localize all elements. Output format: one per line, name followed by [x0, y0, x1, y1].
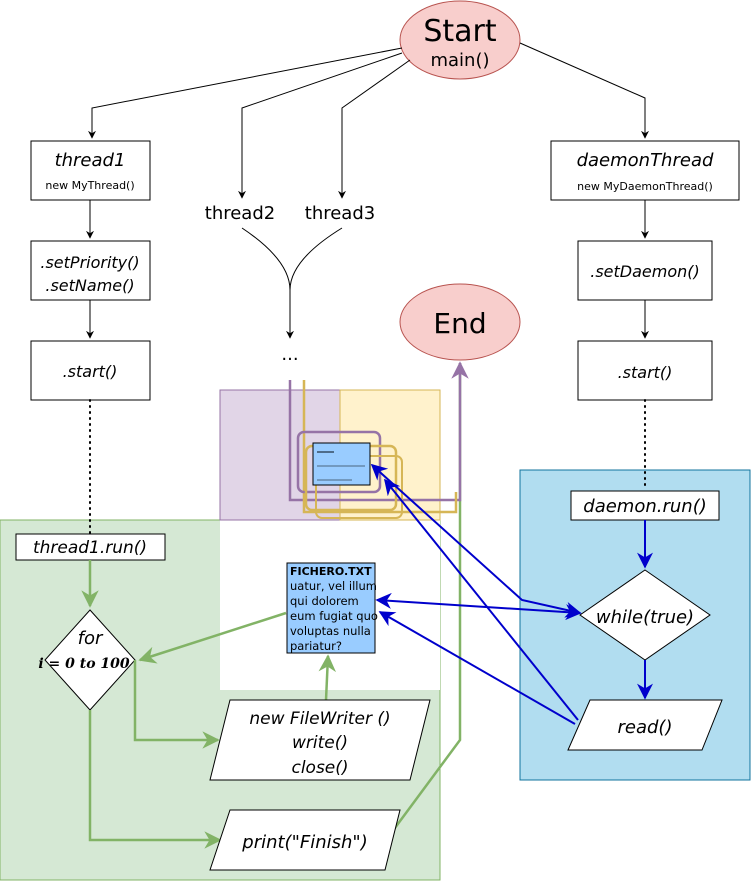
file-line-5: pariatur? [290, 639, 342, 653]
thread1-constructor: new MyThread() [45, 179, 134, 192]
writer-box [209, 699, 431, 781]
edge-read-file [378, 611, 576, 725]
thread1-run-label: thread1.run() [33, 538, 147, 558]
ellipsis-label: ... [281, 344, 298, 365]
edge-start-thread2 [238, 52, 403, 199]
start-title: Start [423, 14, 497, 49]
writer-line3: close() [291, 758, 348, 778]
edge-read-thumbnail [383, 478, 579, 721]
for-loop-range: i = 0 to 100 [38, 656, 130, 672]
read-label: read() [618, 717, 673, 738]
daemon-title: daemonThread [577, 150, 714, 171]
end-node [399, 283, 521, 361]
edge-loop-print [88, 710, 222, 849]
thread1-set-priority: .setPriority() [40, 253, 139, 272]
while-loop-label: while(true) [596, 607, 694, 628]
print-label: print("Finish") [241, 832, 367, 853]
edge-file-loop [138, 611, 287, 664]
file-box [286, 562, 376, 654]
edge-while-thumbnail [370, 463, 582, 618]
print-box [209, 809, 401, 871]
end-label: End [433, 307, 486, 340]
daemon-set-daemon: .setDaemon() [590, 262, 700, 281]
daemon-box [550, 140, 740, 201]
edge-start-daemon [519, 42, 649, 139]
edge-start-thread3 [338, 59, 411, 199]
thread1-box [30, 140, 151, 201]
thread1-run-box [15, 533, 166, 561]
start-node [399, 0, 521, 80]
edge-loop-writer [133, 660, 220, 749]
thread1-set-name: .setName() [45, 276, 134, 295]
file-title: FICHERO.TXT [290, 565, 372, 578]
daemon-run-box [570, 490, 720, 521]
edge-start-thread1 [88, 47, 403, 139]
daemon-start-box [577, 340, 713, 401]
daemon-run-label: daemon.run() [583, 496, 706, 517]
writer-line1: new FileWriter () [249, 709, 390, 729]
writer-line2: write() [292, 733, 348, 753]
file-line-3: eum fugiat quo [290, 609, 378, 623]
purple-access-frame [296, 430, 382, 494]
thread3-label: thread3 [305, 203, 375, 224]
daemon-constructor: new MyDaemonThread() [577, 180, 713, 193]
file-line-4: voluptas nulla [290, 624, 371, 638]
for-loop-keyword: for [78, 628, 104, 649]
file-line-1: uatur, vel illum [290, 579, 377, 593]
edge-writer-file [318, 654, 337, 701]
file-thumbnail [312, 442, 371, 486]
thread1-start-label: .start() [63, 362, 118, 381]
file-line-2: qui dolorem [290, 594, 359, 608]
thread1-title: thread1 [55, 150, 126, 171]
thread2-label: thread2 [205, 203, 275, 224]
merge-threads [241, 227, 343, 338]
read-box [567, 699, 723, 751]
daemon-start-label: .start() [618, 363, 673, 382]
start-subtitle: main() [430, 50, 489, 71]
